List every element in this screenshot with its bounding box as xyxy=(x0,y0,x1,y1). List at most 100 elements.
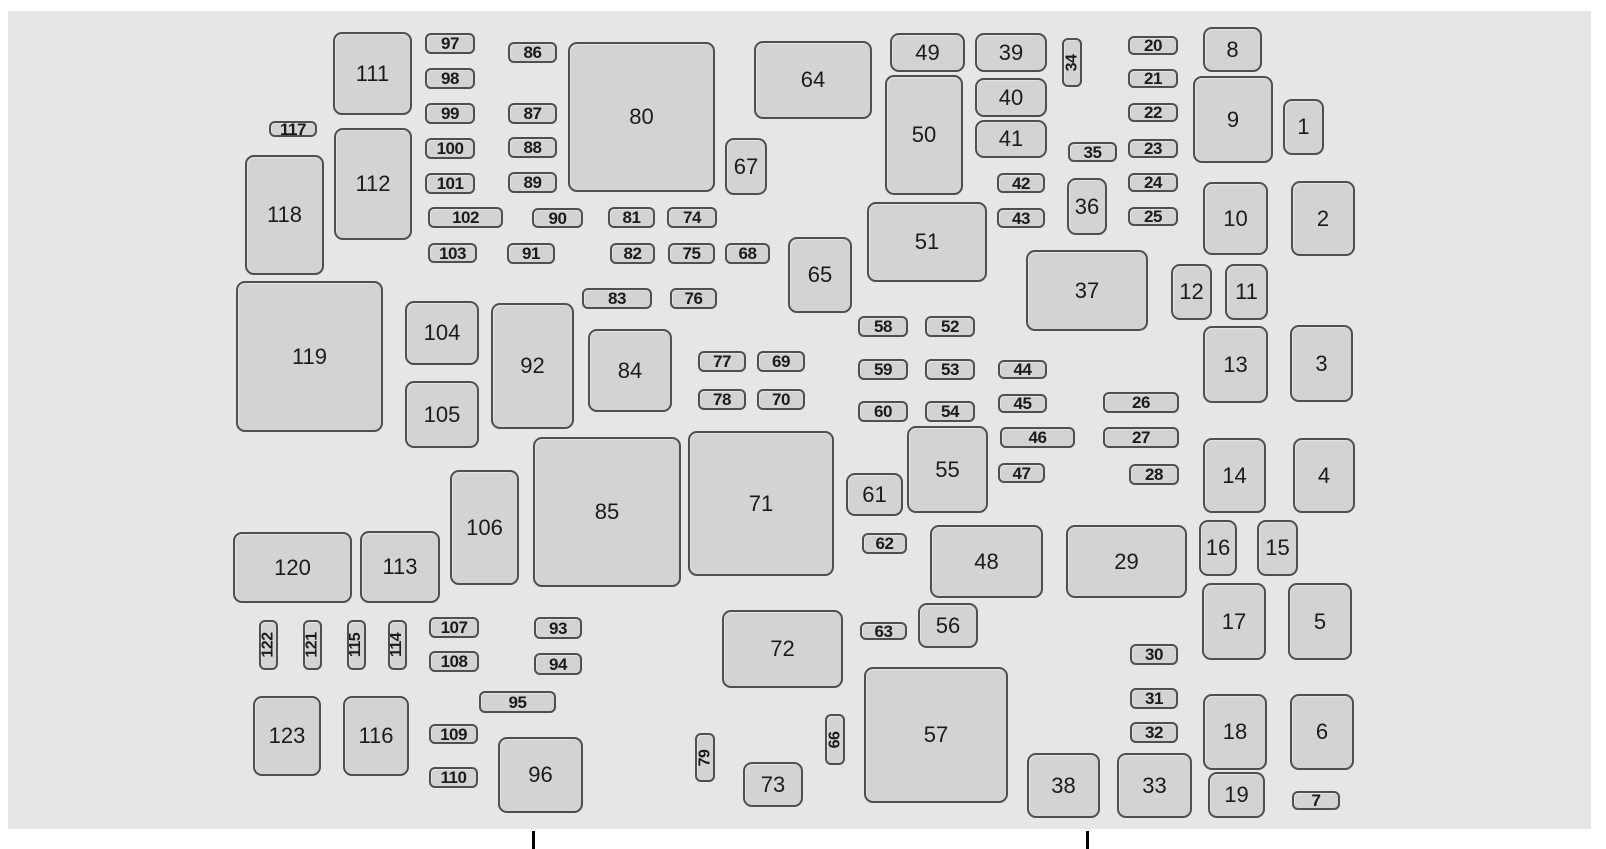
item-label: 50 xyxy=(911,122,937,147)
fuse-74: 74 xyxy=(667,207,717,228)
relay-box-49: 49 xyxy=(890,33,965,72)
item-label: 1 xyxy=(1297,114,1310,139)
item-label: 93 xyxy=(549,618,567,638)
item-label: 39 xyxy=(998,39,1024,65)
item-label: 32 xyxy=(1145,723,1163,742)
item-label: 99 xyxy=(441,104,459,123)
item-label: 100 xyxy=(436,139,464,158)
item-label: 88 xyxy=(523,138,542,157)
relay-box-10: 10 xyxy=(1203,182,1268,255)
item-label: 31 xyxy=(1145,689,1163,708)
item-label: 78 xyxy=(713,390,731,409)
item-label: 11 xyxy=(1235,279,1258,304)
relay-box-40: 40 xyxy=(975,78,1047,117)
relay-box-3: 3 xyxy=(1290,325,1353,402)
item-label: 23 xyxy=(1144,139,1162,158)
item-label: 47 xyxy=(1012,463,1031,483)
fuse-59: 59 xyxy=(858,359,908,380)
item-label: 95 xyxy=(508,692,527,712)
relay-box-19: 19 xyxy=(1208,772,1265,818)
relay-box-38: 38 xyxy=(1027,753,1100,818)
fuse-117: 117 xyxy=(269,121,317,138)
alignment-tick-2 xyxy=(1086,831,1089,849)
item-label: 75 xyxy=(682,244,701,263)
fuse-47: 47 xyxy=(998,463,1045,483)
fuse-20: 20 xyxy=(1128,36,1178,55)
fuse-69: 69 xyxy=(757,351,805,372)
fuse-90: 90 xyxy=(532,208,583,228)
fuse-31: 31 xyxy=(1130,688,1178,709)
fuse-66: 66 xyxy=(825,714,845,765)
item-label: 35 xyxy=(1083,142,1102,162)
relay-box-14: 14 xyxy=(1203,438,1266,513)
fuse-70: 70 xyxy=(757,389,805,410)
item-label: 70 xyxy=(772,390,790,409)
relay-box-118: 118 xyxy=(245,155,324,275)
item-label: 53 xyxy=(941,360,959,379)
item-label: 10 xyxy=(1223,205,1248,231)
item-label: 28 xyxy=(1145,465,1163,484)
item-label: 89 xyxy=(523,173,542,192)
item-label: 33 xyxy=(1142,772,1167,798)
fuse-83: 83 xyxy=(582,288,652,309)
item-label: 4 xyxy=(1317,462,1331,488)
item-label: 103 xyxy=(439,243,466,263)
item-label: 51 xyxy=(914,229,940,254)
item-label: 102 xyxy=(452,208,479,227)
fuse-102: 102 xyxy=(428,207,503,228)
item-label: 113 xyxy=(382,554,418,579)
item-label: 121 xyxy=(303,632,321,658)
relay-box-123: 123 xyxy=(253,696,321,776)
fuse-46: 46 xyxy=(1000,427,1075,448)
fuse-109: 109 xyxy=(429,724,478,744)
item-label: 57 xyxy=(923,722,949,747)
fuse-53: 53 xyxy=(925,359,975,380)
item-label: 90 xyxy=(548,208,567,228)
fuse-22: 22 xyxy=(1128,103,1178,122)
item-label: 54 xyxy=(941,402,959,421)
fuse-114: 114 xyxy=(388,620,407,670)
item-label: 27 xyxy=(1132,428,1150,447)
fuse-97: 97 xyxy=(425,33,475,54)
fuse-27: 27 xyxy=(1103,427,1179,448)
relay-box-112: 112 xyxy=(334,128,412,240)
fuse-58: 58 xyxy=(858,316,908,337)
relay-box-11: 11 xyxy=(1225,264,1268,320)
fuse-91: 91 xyxy=(507,243,555,264)
fuse-60: 60 xyxy=(858,401,908,422)
relay-box-113: 113 xyxy=(360,531,440,603)
fuse-44: 44 xyxy=(998,360,1047,379)
fuse-63: 63 xyxy=(860,622,907,640)
item-label: 45 xyxy=(1013,394,1032,413)
relay-box-39: 39 xyxy=(975,33,1047,72)
fuse-89: 89 xyxy=(508,172,557,193)
relay-box-71: 71 xyxy=(688,431,834,576)
item-label: 66 xyxy=(826,731,844,748)
item-label: 48 xyxy=(974,548,999,574)
item-label: 65 xyxy=(807,262,833,287)
relay-box-5: 5 xyxy=(1288,583,1352,660)
item-label: 52 xyxy=(941,317,959,336)
fuse-86: 86 xyxy=(508,42,557,63)
item-label: 24 xyxy=(1144,173,1162,192)
relay-box-57: 57 xyxy=(864,667,1008,803)
item-label: 63 xyxy=(874,621,893,641)
relay-box-12: 12 xyxy=(1171,264,1212,320)
fuse-95: 95 xyxy=(479,691,556,713)
fuse-81: 81 xyxy=(608,207,655,228)
fuse-54: 54 xyxy=(925,401,975,422)
fuse-101: 101 xyxy=(425,173,475,194)
item-label: 104 xyxy=(423,320,461,345)
fuse-88: 88 xyxy=(508,137,557,158)
fuse-30: 30 xyxy=(1130,644,1178,665)
relay-box-29: 29 xyxy=(1066,525,1187,598)
item-label: 15 xyxy=(1265,535,1290,560)
relay-box-8: 8 xyxy=(1203,27,1262,72)
item-label: 40 xyxy=(998,84,1024,110)
item-label: 29 xyxy=(1114,548,1139,574)
item-label: 111 xyxy=(355,60,390,86)
item-label: 17 xyxy=(1221,608,1247,634)
item-label: 58 xyxy=(874,317,892,336)
fuse-25: 25 xyxy=(1128,207,1178,226)
fuse-35: 35 xyxy=(1068,142,1117,162)
